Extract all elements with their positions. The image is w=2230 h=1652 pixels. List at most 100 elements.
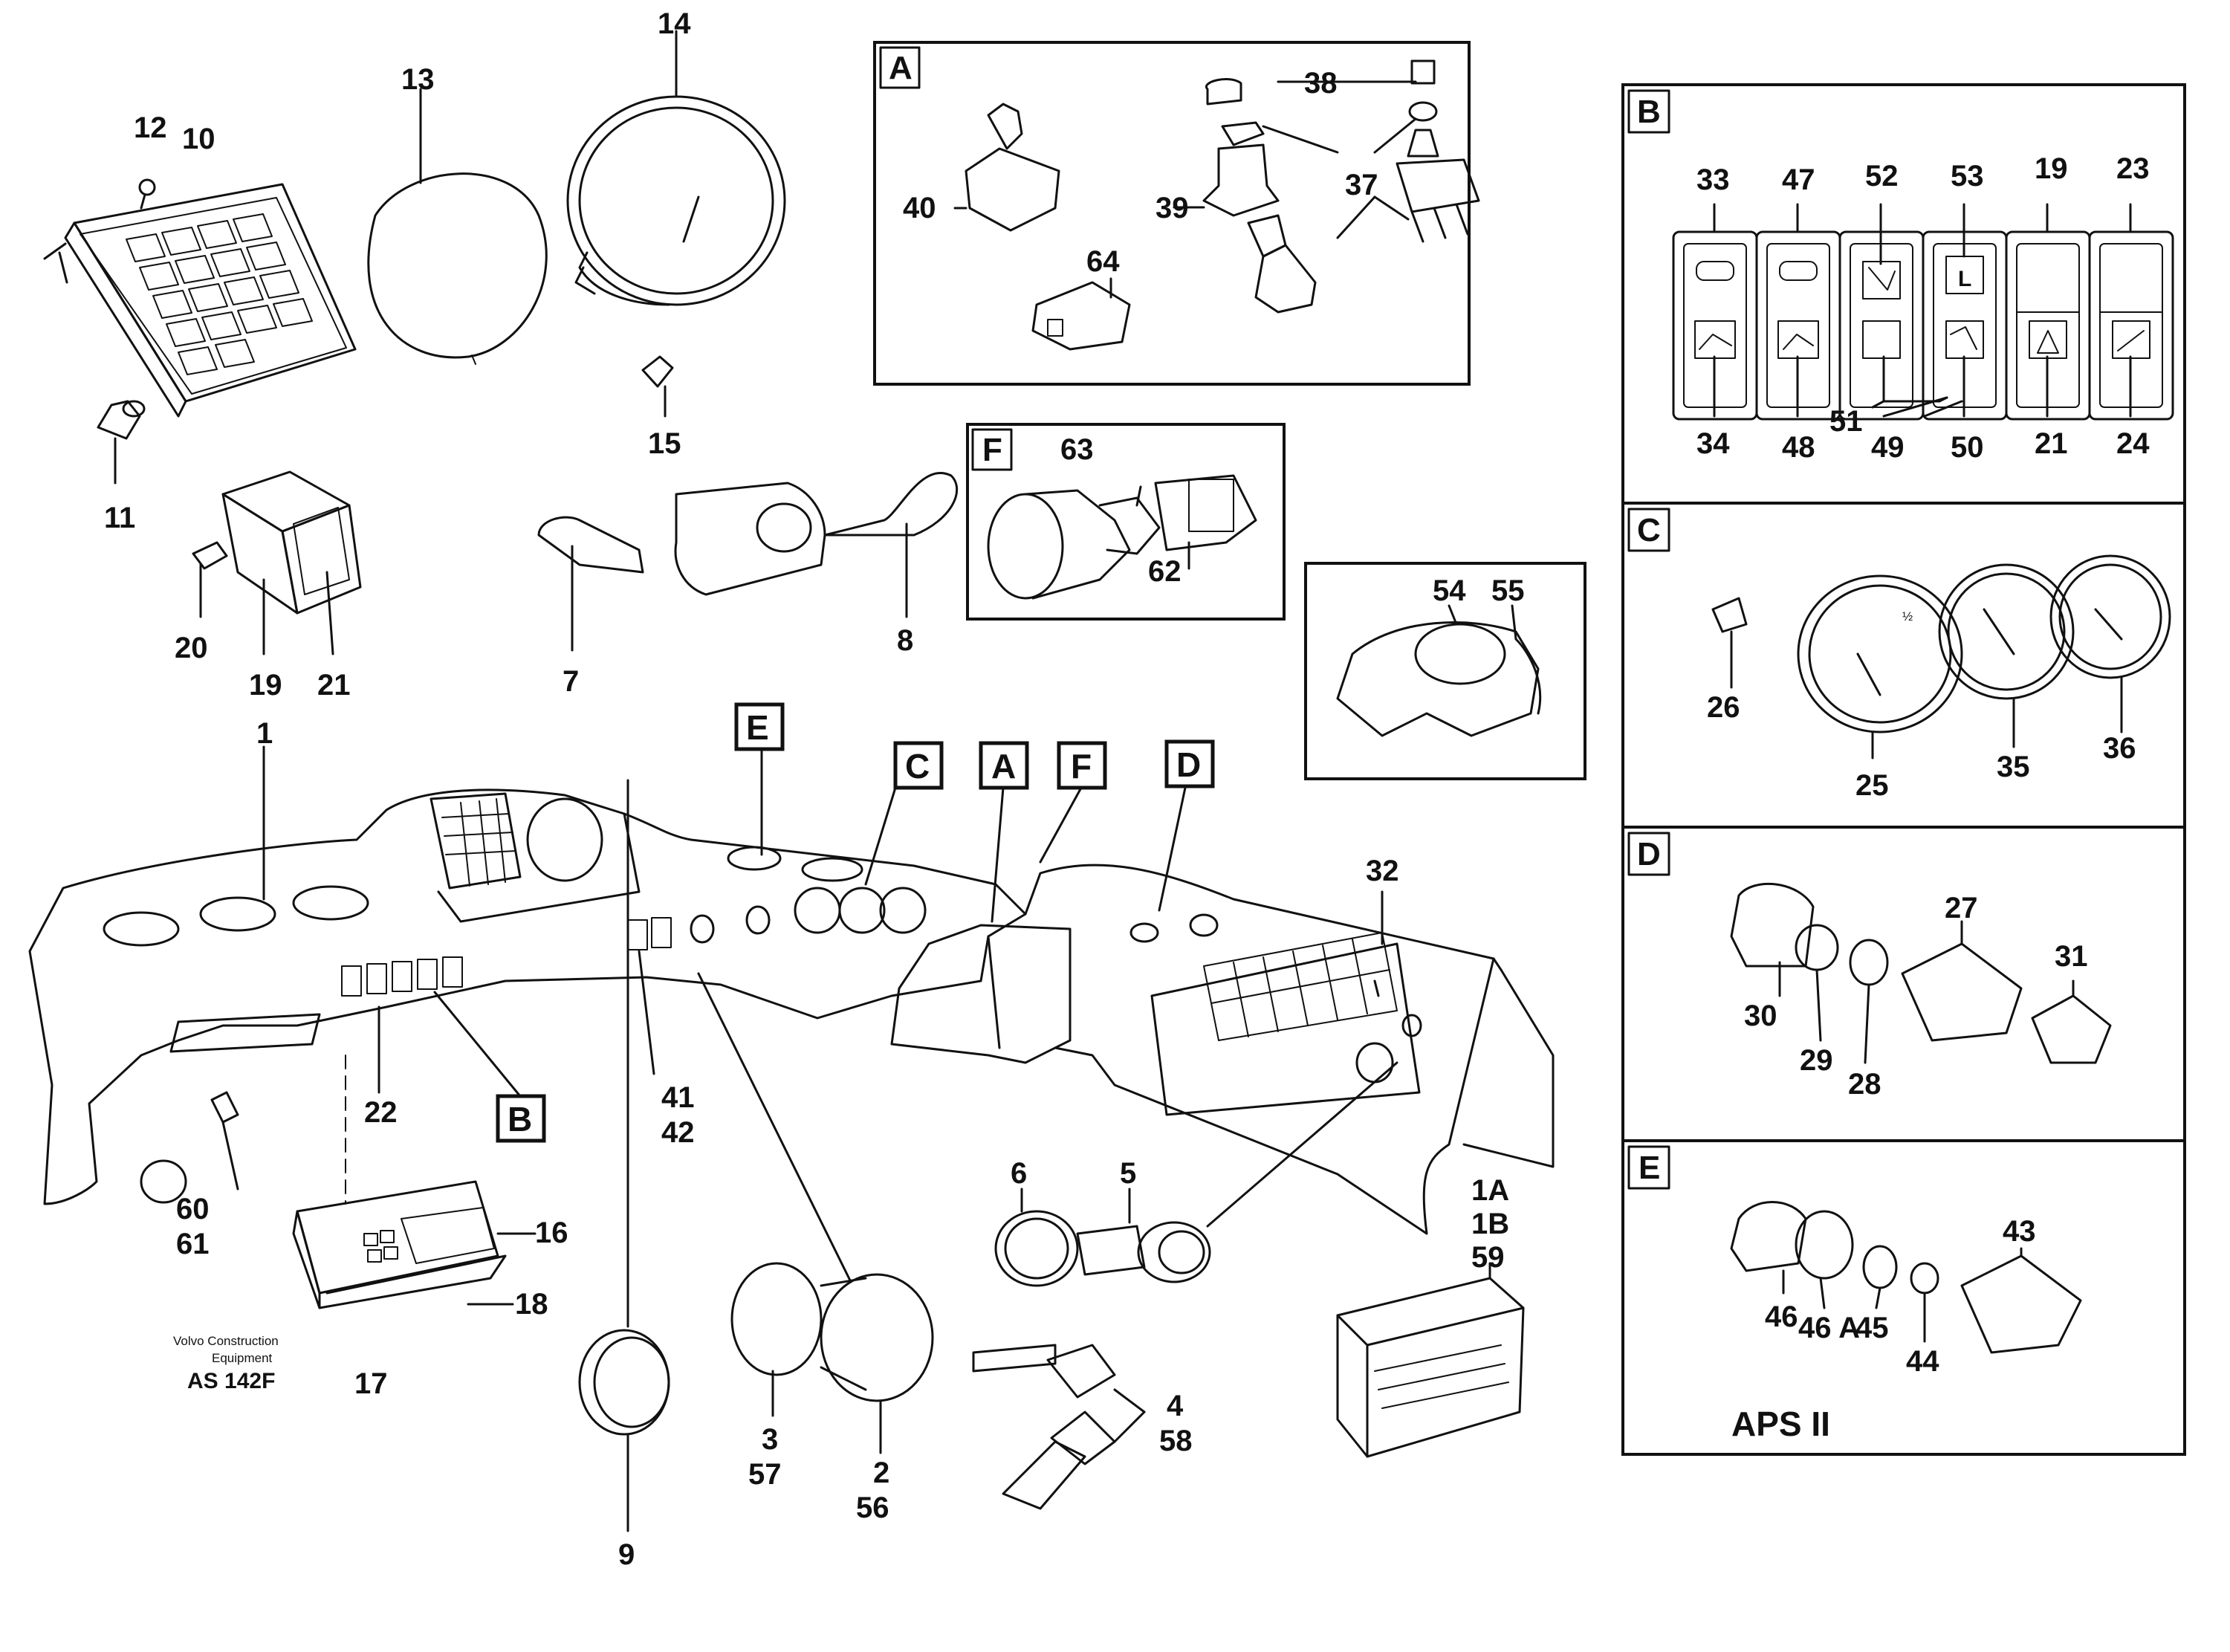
buzzer-9-drawing [578,779,670,1532]
label-55: 55 [1491,574,1525,607]
label-1b: 1B [1471,1208,1509,1240]
dashboard-drawing [28,788,1555,1235]
caption-line1: Volvo Construction [173,1334,279,1348]
detail-box-f [966,423,1286,621]
rocker-switch-19-21-drawing [192,470,362,655]
label-34: 34 [1696,427,1730,460]
tag-b-dash: B [508,1100,532,1138]
label-45: 45 [1855,1312,1889,1344]
bulb-15-drawing [641,355,674,418]
label-26: 26 [1707,691,1740,724]
label-25: 25 [1855,769,1889,802]
label-60: 60 [176,1193,210,1225]
ignition-switch-drawing [697,972,1146,1510]
tag-a-box: A [889,50,913,86]
label-14: 14 [658,7,691,40]
label-3: 3 [762,1423,778,1456]
label-9: 9 [618,1538,635,1571]
label-46a: 46 A [1798,1312,1860,1344]
tag-c-box: C [1637,512,1661,548]
label-40: 40 [903,192,936,224]
label-44: 44 [1906,1345,1939,1378]
bulb-11-drawing [97,400,146,485]
tag-f-dash: F [1071,747,1092,785]
label-12: 12 [134,111,167,144]
label-59: 59 [1471,1241,1505,1274]
detail-box-a [873,41,1471,386]
tag-e-box: E [1639,1150,1660,1186]
frame-letter-tags: A F B C D E [879,46,1670,1190]
label-6: 6 [1011,1157,1027,1190]
label-63: 63 [1060,433,1094,466]
label-39: 39 [1155,192,1189,224]
label-53: 53 [1951,160,1984,192]
label-51: 51 [1829,405,1863,438]
label-1a: 1A [1471,1174,1509,1207]
label-28: 28 [1848,1068,1881,1101]
stalk-switch-7-8-drawing [537,472,959,652]
label-43: 43 [2003,1215,2036,1248]
label-52: 52 [1865,160,1899,192]
detail-d-parts [1730,882,2112,1064]
label-37: 37 [1345,169,1378,201]
detail-a-drawings [953,59,1480,351]
detail-frames [873,41,2186,1456]
switch-53-symbol: L [1958,267,1971,291]
variant-label-aps: APS II [1731,1405,1830,1443]
tag-e-dash: E [746,708,769,747]
detail-b-switches: L [1672,203,2174,421]
gauge-14-drawing [566,30,786,306]
label-19: 19 [249,669,282,702]
label-2: 2 [873,1457,889,1489]
key-switch-5-6-drawing [994,1061,1398,1287]
label-57: 57 [748,1458,782,1491]
label-21-b: 21 [2035,427,2068,460]
leader-lines [221,745,1384,1191]
caption: Volvo Construction Equipment AS 142F [173,1334,279,1393]
label-27: 27 [1945,892,1978,924]
control-unit-16-17-drawing [292,1180,537,1309]
label-19-b: 19 [2035,152,2068,185]
tag-f-box: F [982,432,1002,468]
label-38: 38 [1304,67,1338,100]
detail-box-54-55 [1304,562,1586,780]
label-30: 30 [1744,1000,1777,1032]
label-10: 10 [182,123,215,155]
dash-letter-tags: E C A F D B [496,702,1215,1143]
label-32: 32 [1366,855,1399,887]
detail-panel-bcde [1621,83,2186,1456]
label-31: 31 [2055,940,2088,973]
caption-code: AS 142F [187,1369,275,1393]
detail-54-55-drawing [1336,604,1542,737]
label-11: 11 [104,502,135,534]
detail-f-drawings [987,474,1257,600]
label-36: 36 [2103,732,2136,765]
label-61: 61 [176,1228,210,1260]
label-15: 15 [648,427,681,460]
label-47: 47 [1782,163,1815,196]
label-41: 41 [661,1081,695,1114]
label-24: 24 [2116,427,2150,460]
display-unit-drawing [43,178,357,418]
label-18: 18 [515,1288,548,1321]
tag-c-dash: C [905,747,930,785]
label-7: 7 [563,665,579,698]
label-13: 13 [401,63,435,96]
box-1a-1b-drawing [1336,1262,1525,1458]
tag-b-box: B [1637,94,1661,130]
label-21: 21 [317,669,351,702]
part-number-labels: 1 1A 1B 59 2 56 3 57 4 58 5 6 7 8 9 10 1… [104,7,2150,1571]
label-5: 5 [1120,1157,1136,1190]
label-62: 62 [1148,555,1182,588]
label-50: 50 [1951,431,1984,464]
label-48: 48 [1782,431,1815,464]
tag-d-dash: D [1176,745,1201,784]
detail-c-gauges: ½ [1711,554,2171,759]
label-58: 58 [1159,1425,1193,1457]
label-64: 64 [1086,245,1120,278]
lens-cover-13-drawing [367,88,548,365]
gauge-25-half-mark: ½ [1902,609,1913,623]
label-56: 56 [856,1491,889,1524]
label-35: 35 [1997,751,2030,783]
